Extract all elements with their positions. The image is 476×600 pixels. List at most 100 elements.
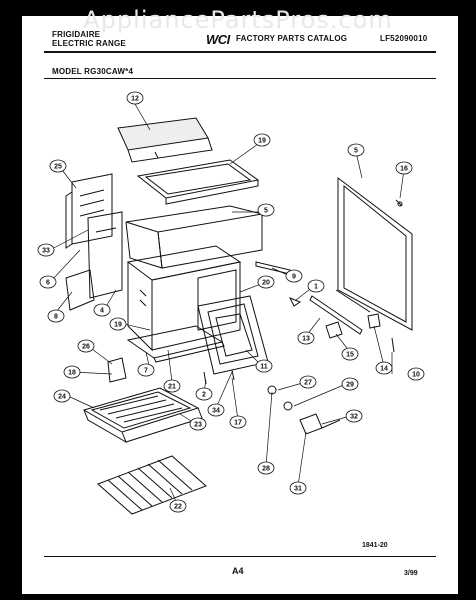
callout-34: 34 — [207, 403, 225, 417]
svg-text:27: 27 — [304, 380, 312, 387]
callout-16: 16 — [395, 161, 413, 175]
svg-text:32: 32 — [350, 414, 358, 421]
footer-rule — [44, 556, 436, 557]
part-knobs — [267, 385, 341, 435]
callout-2: 2 — [195, 387, 213, 401]
part-oven-liner — [126, 245, 242, 352]
part-back-panel — [335, 176, 413, 331]
svg-text:9: 9 — [292, 274, 296, 281]
svg-text:34: 34 — [212, 408, 220, 415]
svg-text:4: 4 — [100, 308, 104, 315]
svg-text:2: 2 — [202, 392, 206, 399]
brand-name: FRIGIDAIRE — [52, 30, 101, 39]
drawing-code: 1841-20 — [362, 542, 388, 549]
callout-26: 25 — [49, 159, 67, 173]
svg-text:8: 8 — [54, 314, 58, 321]
callout-15: 15 — [341, 347, 359, 361]
revision-date: 3/99 — [404, 570, 418, 577]
part-terminal-bar — [309, 295, 363, 335]
callout-19: 19 — [253, 133, 271, 147]
svg-text:21: 21 — [168, 384, 176, 391]
callout-24: 23 — [189, 417, 207, 431]
watermark: AppliancePartsPros.com — [83, 6, 393, 34]
part-bracket-1 — [288, 297, 302, 307]
part-oven-rack — [97, 455, 207, 515]
catalog-code: LF52090010 — [380, 34, 428, 43]
callout-5a: 5 — [257, 203, 275, 217]
svg-text:12: 12 — [131, 96, 139, 103]
callout-9: 9 — [285, 269, 303, 283]
callout-33: 33 — [37, 243, 55, 257]
svg-text:14: 14 — [380, 366, 388, 373]
callout-31: 31 — [289, 481, 307, 495]
callout-6: 6 — [39, 275, 57, 289]
part-vent-bar — [255, 261, 291, 275]
callout-27: 26 — [77, 339, 95, 353]
part-bracket-18 — [107, 357, 127, 383]
callout-29: 28 — [257, 461, 275, 475]
svg-text:22: 22 — [174, 504, 182, 511]
svg-text:11: 11 — [260, 364, 268, 371]
svg-text:5: 5 — [264, 208, 268, 215]
callout-18: 18 — [63, 365, 81, 379]
svg-text:31: 31 — [294, 486, 302, 493]
svg-text:6: 6 — [46, 280, 50, 287]
svg-text:26: 26 — [82, 344, 90, 351]
callout-13: 13 — [297, 331, 315, 345]
callout-10: 10 — [407, 367, 425, 381]
callout-14: 14 — [375, 361, 393, 375]
callout-25: 24 — [53, 389, 71, 403]
svg-text:20: 20 — [262, 280, 270, 287]
callout-5b: 5 — [347, 143, 365, 157]
part-broil-pan — [82, 387, 203, 444]
svg-text:1: 1 — [314, 284, 318, 291]
callout-22: 21 — [163, 379, 181, 393]
part-side-insulation — [87, 211, 123, 299]
svg-text:24: 24 — [58, 394, 66, 401]
svg-text:23: 23 — [194, 422, 202, 429]
part-screw-16 — [395, 199, 403, 207]
callout-12: 12 — [126, 91, 144, 105]
svg-text:25: 25 — [54, 164, 62, 171]
svg-text:17: 17 — [234, 420, 242, 427]
svg-text:5: 5 — [354, 148, 358, 155]
callout-7: 7 — [137, 363, 155, 377]
page-number: A4 — [232, 566, 244, 576]
callout-17: 17 — [229, 415, 247, 429]
svg-text:18: 18 — [68, 370, 76, 377]
callout-1: 1 — [307, 279, 325, 293]
svg-text:15: 15 — [346, 352, 354, 359]
part-terminal-block — [325, 321, 343, 339]
svg-text:13: 13 — [302, 336, 310, 343]
part-left-side — [65, 269, 95, 311]
catalog-title: FACTORY PARTS CATALOG — [236, 34, 348, 43]
svg-text:33: 33 — [42, 248, 50, 255]
part-oven-bottom — [126, 325, 225, 363]
callout-8: 8 — [47, 309, 65, 323]
part-cooktop-frame — [136, 159, 260, 205]
callout-28: 27 — [299, 375, 317, 389]
part-side-panel — [65, 173, 113, 249]
callout-numbers: 12 19 5 25 33 6 8 4 9 1 20 19 11 7 21 2 … — [37, 91, 425, 513]
svg-text:10: 10 — [412, 372, 420, 379]
callout-23: 22 — [169, 499, 187, 513]
part-top-panel — [117, 117, 213, 163]
svg-text:7: 7 — [144, 368, 148, 375]
model-rule — [44, 78, 436, 79]
callout-21: 20 — [257, 275, 275, 289]
product-name: ELECTRIC RANGE — [52, 39, 126, 48]
callout-4: 4 — [93, 303, 111, 317]
svg-text:19: 19 — [114, 322, 122, 329]
callout-20: 19 — [109, 317, 127, 331]
wci-logo: WCI — [206, 32, 230, 47]
part-screw-10 — [391, 337, 395, 353]
callout-32: 32 — [345, 409, 363, 423]
header-rule — [44, 51, 436, 53]
model-label: MODEL RG30CAW*4 — [52, 67, 134, 76]
svg-text:19: 19 — [258, 138, 266, 145]
callout-30: 29 — [341, 377, 359, 391]
svg-text:29: 29 — [346, 382, 354, 389]
part-clip-14 — [367, 313, 381, 329]
callout-11: 11 — [255, 359, 273, 373]
